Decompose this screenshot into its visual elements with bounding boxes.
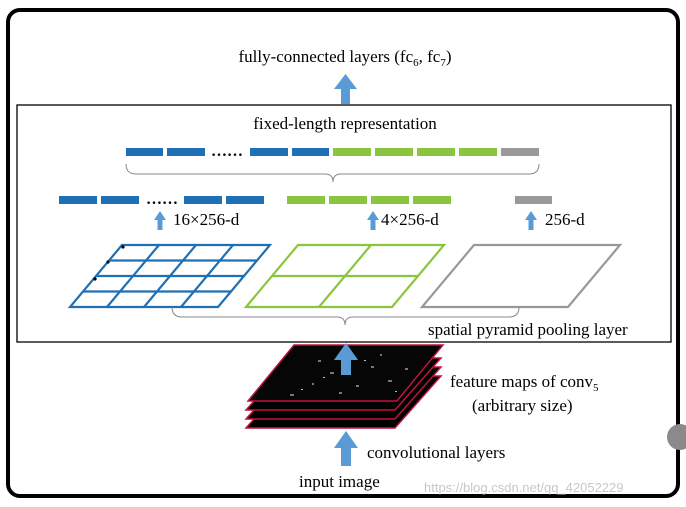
level-4-label: 4×256-d — [381, 210, 439, 229]
fixed-length-brace — [125, 163, 540, 183]
level-4-vector — [287, 196, 451, 204]
feature-maps-label: feature maps of conv5 — [450, 372, 599, 394]
up-arrow-icon — [367, 211, 379, 230]
spp-box — [16, 104, 672, 343]
fixed-length-label: fixed-length representation — [253, 114, 437, 133]
pyramid-grid-1x1 — [419, 243, 623, 309]
up-arrow-icon — [334, 431, 358, 466]
input-image-label: input image — [299, 472, 380, 491]
level-16-label: 16×256-d — [173, 210, 240, 229]
level-16-vector — [59, 196, 264, 204]
side-circle-button[interactable] — [667, 424, 686, 450]
pyramid-grid-2x2 — [243, 243, 447, 309]
level-1-vector — [515, 196, 552, 204]
fixed-length-dots: …… — [211, 143, 243, 160]
spp-label: spatial pyramid pooling layer — [428, 320, 628, 339]
level-1-label: 256-d — [545, 210, 585, 229]
grid-markers — [93, 245, 125, 281]
feature-maps-stack — [244, 344, 445, 429]
conv-layers-label: convolutional layers — [367, 443, 505, 462]
up-arrow-icon — [334, 74, 357, 104]
up-arrow-icon — [154, 211, 166, 230]
fc-layers-label: fully-connected layers (fc6, fc7) — [238, 47, 451, 69]
feature-maps-sublabel: (arbitrary size) — [472, 396, 573, 415]
up-arrow-icon — [334, 343, 358, 375]
up-arrow-icon — [525, 211, 537, 230]
level-16-dots: …… — [146, 191, 178, 208]
watermark-text: https://blog.csdn.net/qq_42052229 — [424, 480, 624, 495]
spp-brace — [171, 306, 520, 326]
pyramid-grid-4x4 — [67, 243, 273, 309]
fixed-length-vector — [126, 148, 539, 156]
